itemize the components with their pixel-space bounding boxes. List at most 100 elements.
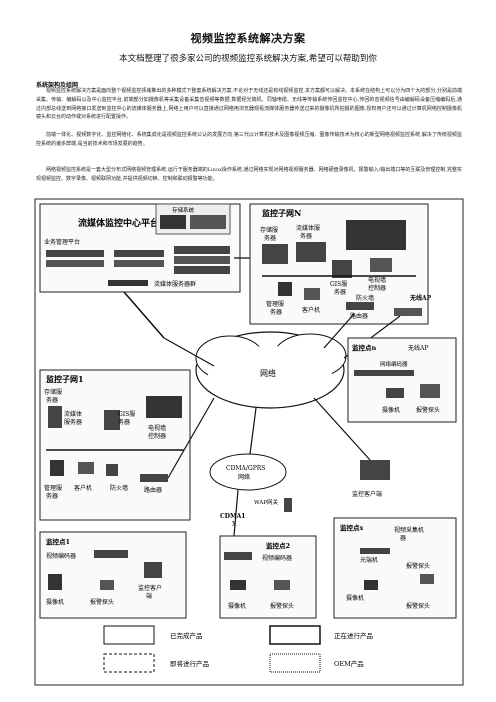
point-n-label: 监控点n xyxy=(352,343,377,352)
document-title: 视频监控系统解决方案 xyxy=(190,32,306,45)
subnet-1-storage-label: 存储服 xyxy=(44,388,62,396)
camera-icon xyxy=(364,580,378,590)
subnet-1-tvwall-label-2: 控制器 xyxy=(148,432,166,440)
server-icon xyxy=(296,242,326,262)
cdma-gprs-label: CDMA/GPRS xyxy=(226,465,265,472)
subnet-n-tvwall-label: 电视墙 xyxy=(368,276,386,284)
alarm-probe-icon xyxy=(100,580,114,590)
wap-gateway-label: WAP网关 xyxy=(254,498,279,506)
client-label: 客户机 xyxy=(302,306,320,314)
point-2-camera-label: 摄像机 xyxy=(228,602,246,610)
network-label: 网络 xyxy=(260,368,276,378)
cdma-gprs-label-2: 网络 xyxy=(238,473,250,481)
subnet-1-client-label: 客户机 xyxy=(74,484,92,492)
alarm-probe-icon xyxy=(420,384,440,398)
point-n-camera-label: 摄像机 xyxy=(382,406,400,414)
cdma-1x-label: CDMA1 xyxy=(220,513,245,520)
firewall-icon xyxy=(106,464,118,476)
gis-server-icon xyxy=(104,410,120,430)
point-1-label: 监控点1 xyxy=(46,537,70,546)
point-n-alarm-label: 报警探头 xyxy=(416,406,440,414)
switch-icon xyxy=(108,280,148,286)
point-x-label: 监控点x xyxy=(340,523,364,532)
cdma-gprs-cloud-icon xyxy=(209,453,287,491)
point-1-alarm-label: 报警探头 xyxy=(90,598,114,606)
mgmt-server-icon xyxy=(278,282,292,296)
monitoring-point-n-box: 监控点n 无线AP 网络编码器 摄像机 报警探头 xyxy=(347,337,457,423)
subnet-1-mgmt-label-2: 务器 xyxy=(46,492,58,500)
wireless-ap-icon xyxy=(394,308,422,316)
subnet-1-stream-label-2: 服务器 xyxy=(64,418,82,426)
streaming-cluster-label: 流媒体服务器群 xyxy=(154,280,196,288)
subnet-n-gis-label-2: 务器 xyxy=(334,288,346,296)
router-icon xyxy=(346,302,374,310)
center-platform-label: 流媒体监控中心平台 xyxy=(78,217,159,229)
subnet-n-tvwall-label-2: 控制器 xyxy=(368,284,386,292)
point-2-encoder-label: 视频编码器 xyxy=(262,554,292,562)
legend-oem-label: OEM产品 xyxy=(334,659,364,668)
network-cloud-icon xyxy=(195,331,347,409)
router-icon xyxy=(140,474,168,482)
legend-in-progress-label: 正在进行产品 xyxy=(334,631,373,640)
gis-server-icon xyxy=(332,260,352,278)
point-x-capture-label-2: 器 xyxy=(400,535,406,542)
mgmt-server-label: 管理服 xyxy=(266,300,284,308)
point-1-client-label: 监控客户 xyxy=(138,584,162,592)
legend-swatch-oem xyxy=(269,653,321,673)
business-platform-label: 业务管理平台 xyxy=(44,238,80,246)
subnet-1-firewall-label: 防火墙 xyxy=(110,484,128,492)
video-wall-icon xyxy=(146,396,182,418)
paragraph-trend: 前端一体化、视频数字化、监控网络化、系统集成化是视频监控系统公认的发展方向,第三… xyxy=(36,132,462,147)
subnet-1-box: 监控子网1 存储服 务器 流媒体 服务器 GIS服 务器 电视墙 控制器 管理服… xyxy=(39,369,191,521)
storage-array-icon xyxy=(190,215,226,229)
subnet-n-box: 监控子网N 存储服 务器 流媒体服 务器 GIS服 务器 电视墙 控制器 防火墙… xyxy=(249,203,429,325)
document-subtitle: 本文档整理了很多家公司的视频监控系统解决方案,希望可以帮助到你 xyxy=(119,54,377,64)
monitoring-point-x-box: 监控点x 视频采集机 器 光端机 报警探头 摄像机 报警探头 xyxy=(333,517,457,619)
legend-swatch-completed xyxy=(103,625,155,645)
subnet-1-gis-label-2: 务器 xyxy=(118,418,130,426)
camera-icon xyxy=(386,388,404,398)
point-2-alarm-label: 报警探头 xyxy=(270,602,294,610)
subnet-1-gis-label: GIS服 xyxy=(118,411,135,418)
monitoring-point-2-box: 监控点2 视频编码器 摄像机 报警探头 xyxy=(219,535,317,619)
center-platform-box: 流媒体监控中心平台 存储系统 业务管理平台 流媒体服务器群 xyxy=(39,203,241,293)
server-icon xyxy=(48,406,62,428)
point-n-ap-label: 无线AP xyxy=(408,344,428,352)
alarm-probe-icon xyxy=(420,574,434,584)
legend-completed-label: 已完成产品 xyxy=(170,631,203,640)
storage-array-icon xyxy=(160,215,186,229)
mgmt-server-label-2: 务器 xyxy=(270,308,282,316)
optical-transceiver-icon xyxy=(360,548,390,554)
server-icon xyxy=(262,244,288,264)
storage-system-label: 存储系统 xyxy=(172,206,195,214)
section-heading: 系统架构及组网 xyxy=(36,82,79,89)
network-architecture-diagram: 流媒体监控中心平台 存储系统 业务管理平台 流媒体服务器群 xyxy=(34,198,464,686)
subnet-n-gis-label: GIS服 xyxy=(330,281,347,288)
paragraph-architecture: 视频监控系统解决方案是面向整个视频监控领域推出的多种模式下整套系统解决方案,不论… xyxy=(36,88,462,121)
encoder-icon xyxy=(94,550,128,558)
legend-swatch-upcoming xyxy=(103,653,155,673)
server-rack-icon xyxy=(46,250,164,267)
point-x-camera-label: 摄像机 xyxy=(346,594,364,602)
monitoring-point-1-box: 监控点1 视频编码器 摄像机 报警探头 监控客户 端 xyxy=(39,531,187,619)
client-pc-icon xyxy=(144,562,162,578)
mobile-phone-icon xyxy=(284,498,292,512)
legend-upcoming-label: 即将进行产品 xyxy=(170,659,209,668)
point-x-alarm-label-1: 报警探头 xyxy=(406,562,430,570)
wireless-ap-label: 无线AP xyxy=(409,294,432,302)
camera-icon xyxy=(48,574,62,590)
subnet-n-stream-label: 流媒体服 xyxy=(296,224,320,232)
client-pc-icon xyxy=(78,462,94,474)
paragraph-system: 网络视频监控系统是一套大型分布式网络视频管理系统,运行于服务器端的Linux操作… xyxy=(36,167,462,182)
subnet-1-router-label: 路由器 xyxy=(144,486,162,494)
subnet-1-mgmt-label: 管理服 xyxy=(44,484,62,492)
subnet-n-storage-label: 存储服 xyxy=(260,226,278,234)
encoder-icon xyxy=(354,370,414,376)
point-1-camera-label: 摄像机 xyxy=(46,598,64,606)
subnet-1-label: 监控子网1 xyxy=(46,374,84,384)
encoder-icon xyxy=(224,552,252,560)
tv-wall-controller-icon xyxy=(370,258,392,272)
mgmt-server-icon xyxy=(50,460,64,476)
point-2-label: 监控点2 xyxy=(266,541,290,550)
